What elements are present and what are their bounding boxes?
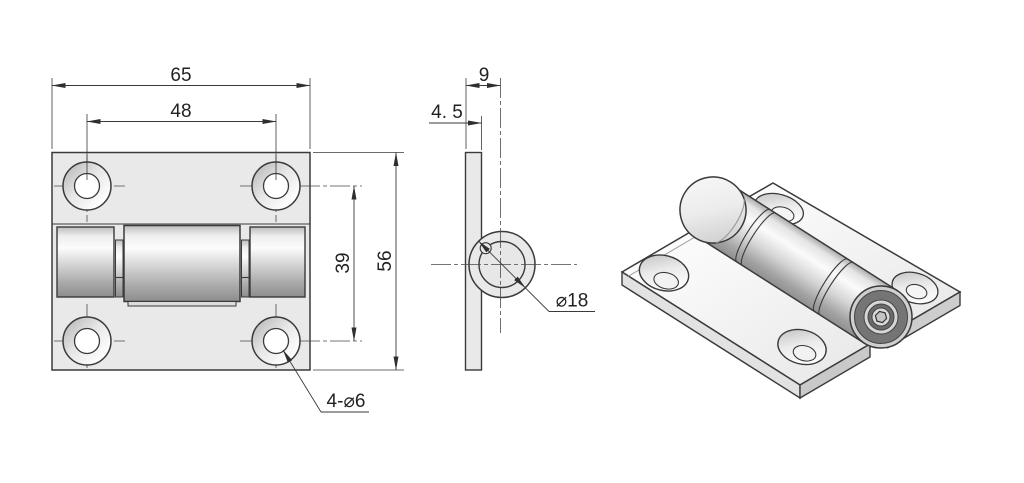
dim-knuckle-diameter-18: ⌀18 (478, 240, 595, 312)
knuckle-middle (123, 224, 241, 303)
dim-hole-pitch-h-48: 48 (86, 101, 277, 180)
iso-barrel-joint-2b (818, 261, 854, 316)
iso-hole-lower-1 (638, 254, 690, 292)
iso-barrel-cap-rim (715, 198, 745, 244)
dim-width-label: 65 (170, 65, 191, 86)
iso-barrel-cap (679, 176, 747, 244)
front-holes (54, 155, 362, 368)
dim-width-65: 65 (51, 65, 311, 149)
dim-hole-pitch-h-label: 48 (170, 101, 191, 122)
knuckle-middle-lip (127, 301, 237, 307)
dim-knuckle-offset-9: 9 (465, 65, 501, 149)
iso-hole-lower-2 (777, 328, 827, 366)
holes-note-label: 4-⌀6 (327, 391, 366, 412)
knuckle-right (249, 226, 306, 298)
iso-barrel-joint-1a (735, 208, 771, 263)
iso-pin-end (849, 285, 913, 349)
iso-barrel-joint-1b (740, 212, 776, 266)
front-knuckle-segments (56, 224, 306, 307)
side-view: 9 4. 5 ⌀18 (429, 65, 595, 371)
iso-lower-leaf (620, 230, 872, 400)
dim-height-56: 56 (313, 152, 404, 371)
knuckle-left (56, 226, 115, 298)
iso-barrel (679, 176, 899, 345)
isometric-view (620, 176, 962, 400)
front-knuckle-gaps (115, 239, 250, 298)
knuckle-diameter-label: ⌀18 (556, 291, 589, 312)
dim-hole-pitch-v-label: 39 (333, 252, 354, 273)
iso-barrel-joint-2a (812, 258, 849, 312)
iso-lower-leaf-right-edge (799, 342, 871, 400)
dim-leaf-thickness-label: 4. 5 (431, 102, 463, 123)
iso-barrel-body (696, 183, 899, 344)
iso-pin-hex-socket (874, 310, 888, 324)
dim-knuckle-offset-label: 9 (479, 65, 490, 86)
dim-height-label: 56 (375, 250, 396, 271)
dim-hole-pitch-v-39: 39 (333, 185, 357, 342)
dim-leaf-thickness-4-5: 4. 5 (429, 102, 482, 150)
leader-holes-note: 4-⌀6 (282, 349, 369, 413)
front-view: 65 48 56 39 4-⌀6 (51, 65, 404, 413)
